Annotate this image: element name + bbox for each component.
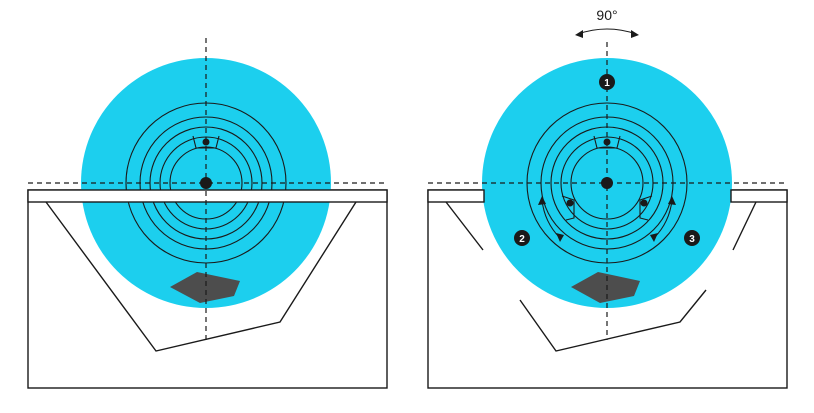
right-funnel-right-top: [732, 201, 757, 251]
right-funnel-bottom: [519, 289, 707, 352]
rotation-label: 90°: [596, 7, 617, 23]
right-notch-top: [593, 135, 621, 149]
right-arrow-right-tail-head: [668, 196, 676, 205]
right-panel: 90° 1 2 3: [427, 7, 788, 389]
right-arrow-left-tail-head: [538, 196, 546, 205]
right-hub: [570, 146, 644, 220]
right-notch-right-dot: [640, 199, 648, 207]
marker-3: 3: [684, 230, 700, 246]
rotation-arc: [577, 28, 637, 35]
right-shard: [571, 272, 640, 303]
right-arrow-left-head: [556, 233, 564, 242]
right-funnel-left-top: [445, 201, 484, 251]
right-notch-right: [639, 195, 653, 221]
right-notch-left: [561, 195, 575, 221]
marker-1-label: 1: [604, 78, 610, 89]
marker-3-circle: [684, 230, 700, 246]
left-panel: [27, 38, 388, 389]
rotation-arc-right-head: [631, 30, 639, 38]
right-notch-left-dot: [566, 199, 574, 207]
left-funnel-outline: [45, 201, 357, 352]
marker-2-circle: [514, 230, 530, 246]
marker-1: 1: [599, 74, 615, 90]
marker-2: 2: [514, 230, 530, 246]
left-horizontal-bar: [27, 189, 388, 203]
rotation-arc-left-head: [575, 30, 583, 38]
right-bar-right-segment: [730, 189, 788, 203]
marker-3-label: 3: [689, 234, 695, 245]
right-bar-left-segment: [427, 189, 485, 203]
right-arrow-right-head: [650, 233, 658, 242]
right-center-dot: [601, 177, 613, 189]
marker-2-label: 2: [519, 234, 525, 245]
left-shard: [170, 272, 240, 303]
marker-1-circle: [599, 74, 615, 90]
